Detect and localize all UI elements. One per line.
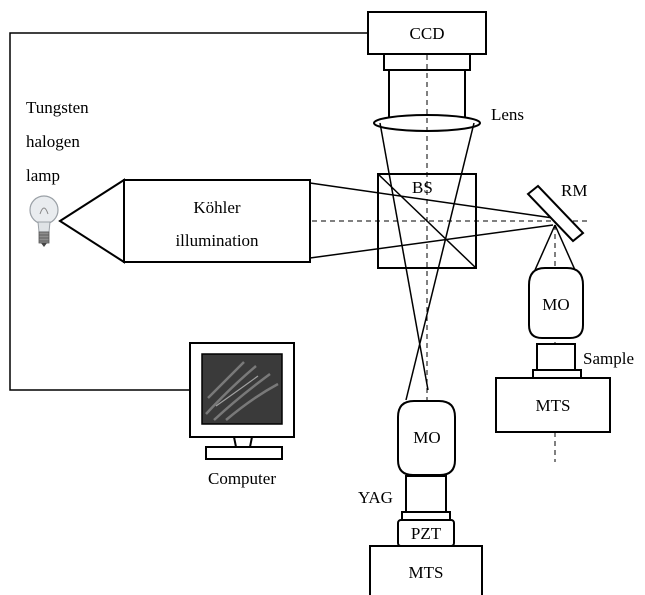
- right-objective-barrel: [537, 344, 575, 370]
- lamp-label-line2: halogen: [26, 132, 80, 151]
- lamp-label-line1: Tungsten: [26, 98, 89, 117]
- yag-label: YAG: [358, 488, 393, 507]
- ccd-label: CCD: [410, 24, 445, 43]
- computer-label: Computer: [208, 469, 276, 488]
- mts-bottom-label: MTS: [409, 563, 444, 582]
- mts-right-label: MTS: [536, 396, 571, 415]
- mo-right-label: MO: [542, 295, 569, 314]
- kohler-label-line2: illumination: [175, 231, 259, 250]
- bottom-objective-barrel: [406, 476, 446, 512]
- light-bulb-icon: [30, 196, 58, 247]
- rm-label: RM: [561, 181, 587, 200]
- pzt-label: PZT: [411, 524, 442, 543]
- lens-label: Lens: [491, 105, 524, 124]
- computer-monitor-icon: [190, 343, 294, 459]
- bs-label: BS: [412, 178, 433, 197]
- sample-holder: [533, 370, 581, 378]
- lamp-label-line3: lamp: [26, 166, 60, 185]
- mo-bottom-label: MO: [413, 428, 440, 447]
- lamp-cone: [60, 180, 124, 262]
- mirror-ray-left: [535, 225, 555, 270]
- sample-label: Sample: [583, 349, 634, 368]
- kohler-label-line1: Köhler: [193, 198, 241, 217]
- yag-crystal: [402, 512, 450, 520]
